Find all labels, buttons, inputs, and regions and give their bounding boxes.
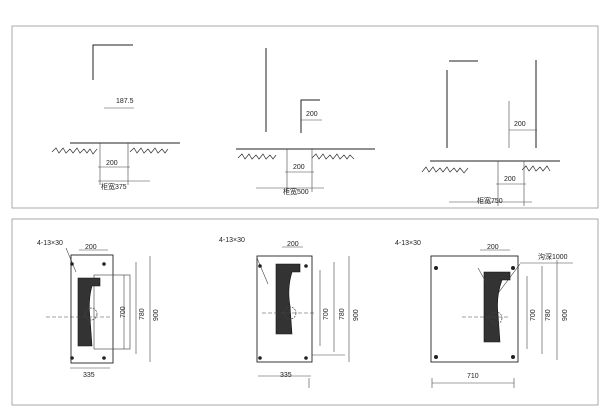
top-d1-label-bottom: 柜宽375 bbox=[101, 182, 127, 191]
bot-d2-profile bbox=[275, 263, 301, 335]
top-diagram-3: 200 200 柜宽750 bbox=[421, 60, 560, 206]
bot-d1-v2: 780 bbox=[139, 308, 146, 320]
bot-d2-v2: 780 bbox=[339, 308, 346, 320]
bot-d3-extra: 沟深1000 bbox=[538, 252, 568, 261]
bot-d3-bottom-dim: 710 bbox=[467, 373, 479, 380]
top-d2-label-top: 200 bbox=[306, 111, 318, 118]
bot-d2-bottom-dim: 335 bbox=[280, 372, 292, 379]
bottom-diagram-1: 4-13×30 200 700 780 900 335 bbox=[37, 240, 160, 379]
top-d3-label-top: 200 bbox=[514, 121, 526, 128]
bot-d3-v3: 900 bbox=[562, 309, 569, 321]
top-d1-label-top: 187.5 bbox=[116, 98, 134, 105]
bot-d2-v3: 900 bbox=[353, 309, 360, 321]
top-diagram-1: 187.5 200 柜宽375 bbox=[51, 44, 180, 191]
bot-d3-bolt-label: 4-13×30 bbox=[395, 240, 421, 247]
top-d3-label-bottom: 柜宽750 bbox=[477, 196, 503, 205]
bot-d3-top-dim: 200 bbox=[487, 244, 499, 251]
bot-d1-v1: 700 bbox=[120, 306, 127, 318]
bot-d1-bottom-dim: 335 bbox=[83, 372, 95, 379]
bottom-diagram-2: 4-13×30 200 700 780 900 335 bbox=[219, 237, 360, 388]
bot-d2-bolt-label: 4-13×30 bbox=[219, 237, 245, 244]
bot-d2-top-dim: 200 bbox=[287, 241, 299, 248]
bot-d1-top-dim: 200 bbox=[85, 244, 97, 251]
top-d3-label-mid: 200 bbox=[504, 176, 516, 183]
bot-d3-v2: 780 bbox=[545, 309, 552, 321]
top-d2-label-bottom: 柜宽500 bbox=[283, 187, 309, 196]
bot-d2-v1: 700 bbox=[323, 308, 330, 320]
bot-d1-bolt-label: 4-13×30 bbox=[37, 240, 63, 247]
bot-d1-v3: 900 bbox=[153, 309, 160, 321]
top-d2-label-mid: 200 bbox=[293, 164, 305, 171]
bot-d3-v1: 700 bbox=[530, 309, 537, 321]
bottom-panel-frame bbox=[11, 218, 599, 406]
bot-d1-profile bbox=[77, 277, 101, 347]
top-d1-label-mid: 200 bbox=[106, 160, 118, 167]
top-diagram-2: 200 200 柜宽500 bbox=[236, 48, 375, 196]
bottom-diagram-3: 4-13×30 200 沟深1000 700 780 900 710 bbox=[395, 240, 573, 388]
top-panel-frame bbox=[11, 25, 599, 209]
